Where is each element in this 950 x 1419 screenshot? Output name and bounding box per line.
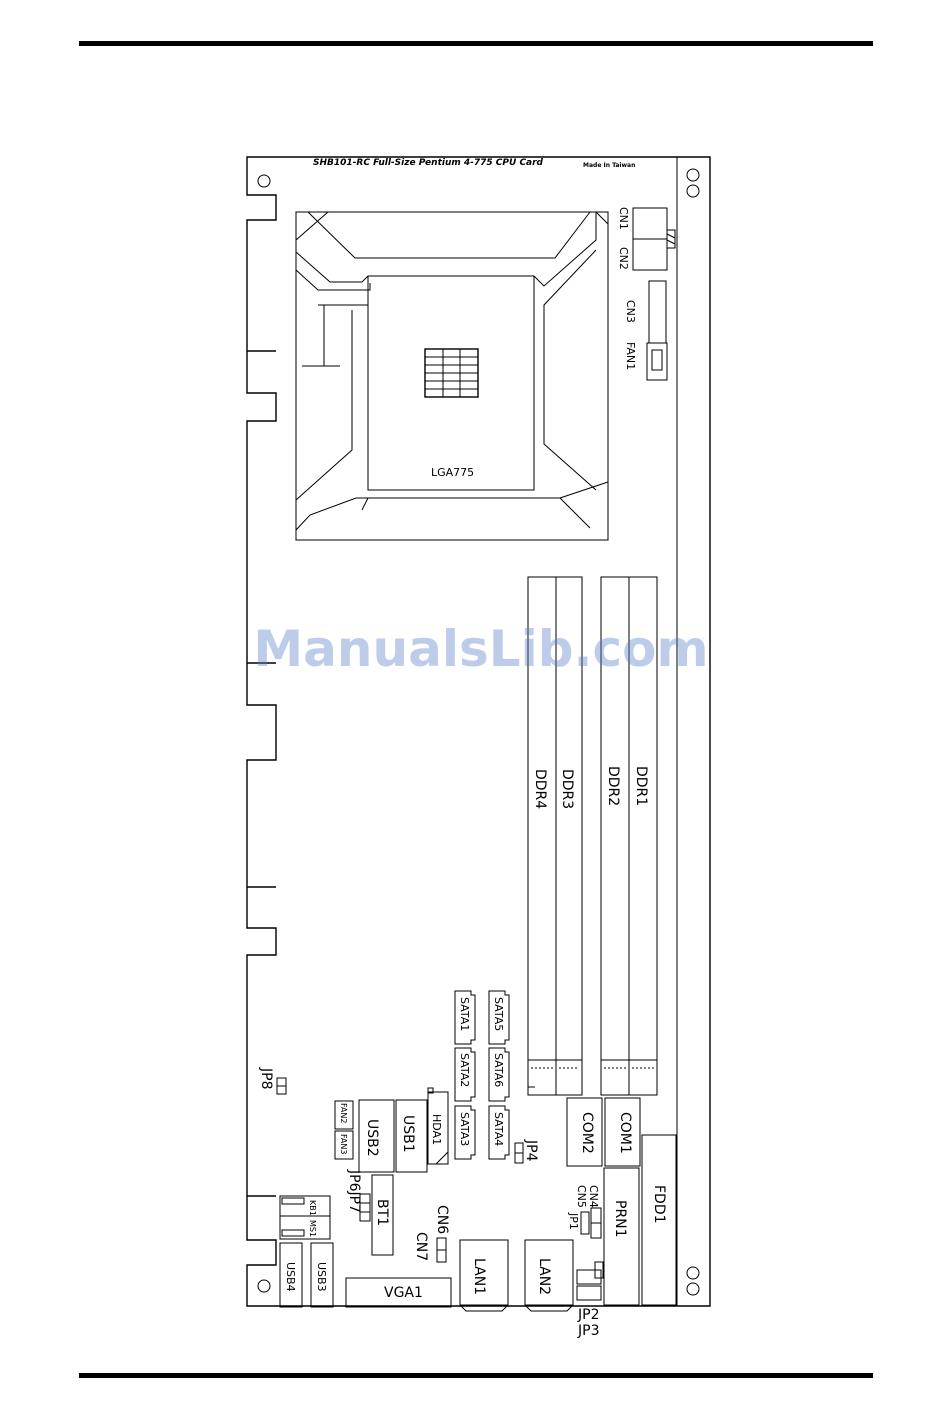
mounting-hole [258,175,270,187]
mounting-hole [258,1280,270,1292]
board-outline [247,157,710,1306]
jp3-label: JP3 [577,1323,599,1339]
jp8-label: JP8 [258,1067,274,1089]
ddr1-slot [629,577,657,1095]
hda1-label: HDA1 [430,1114,443,1145]
sata6-label: SATA6 [492,1053,505,1087]
sata4-connector: SATA4 [489,1106,509,1159]
usb4-label: USB4 [284,1262,297,1292]
fan1-label: FAN1 [624,342,637,370]
com2-label: COM2 [579,1112,595,1154]
fan2-label: FAN2 [339,1103,348,1123]
mounting-hole [687,185,699,197]
lan1-label: LAN1 [471,1258,487,1295]
jp1-jumper [581,1212,589,1234]
ddr3-label: DDR3 [559,769,575,809]
sata5-connector: SATA5 [489,991,509,1044]
cn3-label: CN3 [624,300,637,323]
jp2-jumper [577,1270,601,1284]
com1-label: COM1 [617,1112,633,1154]
vga1-label: VGA1 [384,1285,423,1301]
ddr4-label: DDR4 [532,769,548,809]
jp1-label: JP1 [567,1212,580,1230]
made-in-label: Made In Taiwan [583,162,635,169]
sata1-connector: SATA1 [455,991,475,1044]
sata2-connector: SATA2 [455,1048,475,1101]
sata1-label: SATA1 [458,997,471,1031]
cn5-label: CN5 [575,1185,588,1208]
cpu-socket-label: LGA775 [431,466,474,479]
jp2-label: JP2 [577,1307,599,1323]
cn1-label: CN1 [617,207,630,230]
usb2-label: USB2 [364,1119,380,1157]
usb1-label: USB1 [400,1115,416,1153]
mounting-hole [687,169,699,181]
cn3-connector [649,281,666,343]
jp6jp7-label: JP6JP7 [346,1169,362,1213]
kb1-label: KB1 [308,1200,317,1216]
board-title: SHB101-RC Full-Size Pentium 4-775 CPU Ca… [313,158,544,168]
cpu-socket: LGA775 [296,212,608,540]
ddr2-label: DDR2 [605,766,621,806]
sata3-connector: SATA3 [455,1106,475,1159]
ddr2-slot [601,577,629,1095]
cn7-label: CN7 [413,1232,429,1261]
ddr4-slot [528,577,556,1095]
prn1-label: PRN1 [612,1200,628,1238]
ms1-label: MS1 [308,1220,317,1237]
sata5-label: SATA5 [492,997,505,1031]
mounting-hole [687,1283,699,1295]
cn6-label: CN6 [434,1205,450,1234]
usb3-label: USB3 [315,1262,328,1292]
jp4-label: JP4 [523,1139,539,1162]
fan1-connector [647,343,667,380]
cn2-label: CN2 [617,247,630,270]
fan3-label: FAN3 [339,1134,348,1154]
kb1-ms1-header [280,1196,330,1239]
ddr1-label: DDR1 [633,766,649,806]
jp3-jumper [577,1286,601,1300]
cpu-center-grid [425,349,478,397]
sata4-label: SATA4 [492,1112,505,1146]
fdd1-label: FDD1 [651,1185,667,1224]
sata2-label: SATA2 [458,1053,471,1087]
sata6-connector: SATA6 [489,1048,509,1101]
sata3-label: SATA3 [458,1112,471,1146]
ddr3-slot [556,577,582,1095]
bt1-label: BT1 [374,1199,390,1226]
mounting-hole [687,1267,699,1279]
lan2-label: LAN2 [536,1258,552,1295]
